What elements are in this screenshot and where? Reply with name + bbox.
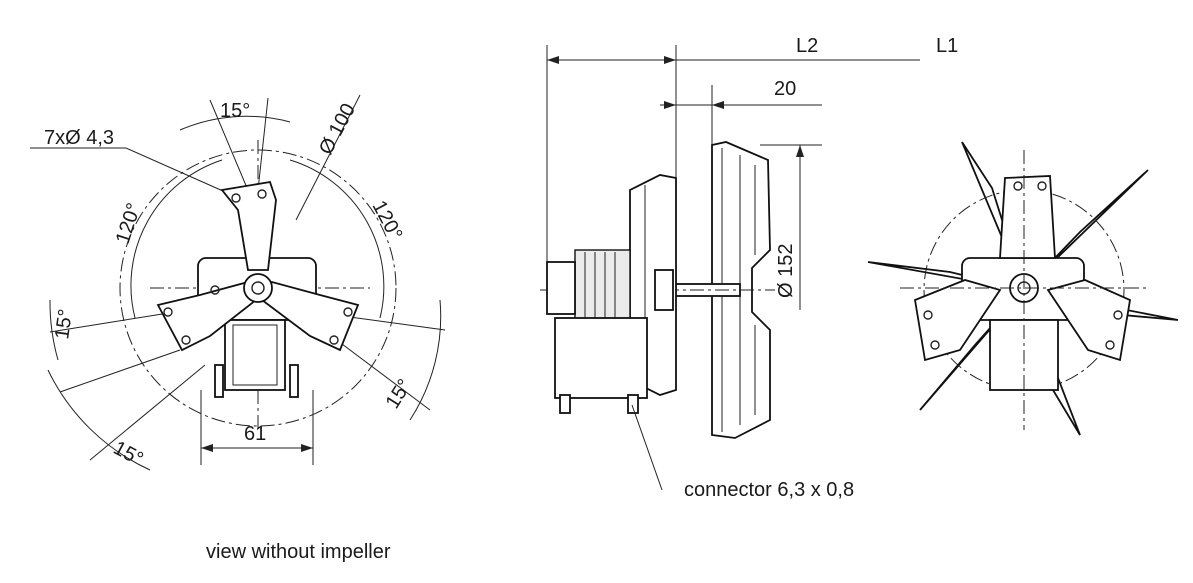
rear-hole-5 <box>1113 310 1123 320</box>
dim61-arrow-right <box>301 444 313 452</box>
label-15-right: 15° <box>382 375 417 412</box>
dim-20-arrow-right <box>712 101 724 109</box>
label-20: 20 <box>774 78 796 100</box>
arm-right <box>260 280 360 352</box>
rear-hole-4 <box>930 340 940 350</box>
ext-15-a <box>209 99 251 196</box>
rear-arm-top <box>999 175 1056 259</box>
terminal-left <box>214 364 224 398</box>
label-120-left: 120° <box>112 200 146 246</box>
rear-arm-right <box>1046 279 1132 362</box>
rear-hole-6 <box>1105 340 1115 350</box>
shaft <box>669 283 741 297</box>
label-d100: Ø 100 <box>315 100 360 158</box>
side-terminal-2 <box>627 394 639 414</box>
dim-L1-arrow-mid <box>664 56 676 64</box>
hole-2 <box>257 189 267 199</box>
side-view <box>540 45 920 491</box>
hole-5 <box>343 307 353 317</box>
coil-inner <box>232 324 278 386</box>
hub-outer <box>243 273 273 303</box>
hole-4 <box>181 335 191 345</box>
ext-15-b <box>257 97 269 191</box>
connector-leader <box>631 404 663 491</box>
hole-7 <box>210 285 220 295</box>
leader-d100 <box>295 94 361 221</box>
arc-15-bottom <box>47 369 151 471</box>
motor-coil <box>224 319 286 391</box>
rear-bracket <box>546 261 576 315</box>
dim61-arrow-left <box>201 444 213 452</box>
label-angle-top: 15° <box>220 100 250 122</box>
ext-r2 <box>329 334 431 411</box>
rear-arm-left <box>913 279 1002 362</box>
arc-120-right <box>289 159 385 319</box>
arm-top <box>220 180 277 271</box>
terminal-right <box>289 364 299 398</box>
side-terminal-1 <box>559 394 571 414</box>
dim-20-arrow-left <box>664 101 676 109</box>
rear-hole-3 <box>923 310 933 320</box>
label-15-left: 15° <box>51 308 77 341</box>
arc-120-left <box>130 159 223 319</box>
label-120-right: 120° <box>368 197 407 244</box>
ext-l1 <box>49 311 176 333</box>
front-view <box>30 94 446 471</box>
hole-6 <box>329 335 339 345</box>
label-61: 61 <box>244 423 266 445</box>
label-hole-spec: 7xØ 4,3 <box>44 127 114 149</box>
label-connector: connector 6,3 x 0,8 <box>684 479 854 501</box>
coil-block <box>554 317 648 399</box>
arc-15-left <box>49 299 59 361</box>
leader-holes-diag <box>125 147 233 196</box>
ext-l2 <box>59 349 181 393</box>
dim-L1-arrow-left <box>547 56 559 64</box>
hole-1 <box>231 193 241 203</box>
caption-front-view: view without impeller <box>206 541 391 563</box>
dim-152-arrow <box>796 145 804 157</box>
arc-15-right <box>409 299 442 421</box>
arc-15-top <box>179 115 291 131</box>
rear-view <box>867 141 1179 436</box>
label-d152: Ø 152 <box>775 244 797 298</box>
ext-l3 <box>89 364 206 461</box>
bearing <box>654 269 674 311</box>
label-L2: L2 <box>796 35 818 57</box>
rear-hole-2 <box>1037 181 1047 191</box>
hole-3 <box>163 307 173 317</box>
hub-shaft <box>251 281 265 295</box>
rear-hole-1 <box>1013 181 1023 191</box>
label-L1: L1 <box>936 35 958 57</box>
